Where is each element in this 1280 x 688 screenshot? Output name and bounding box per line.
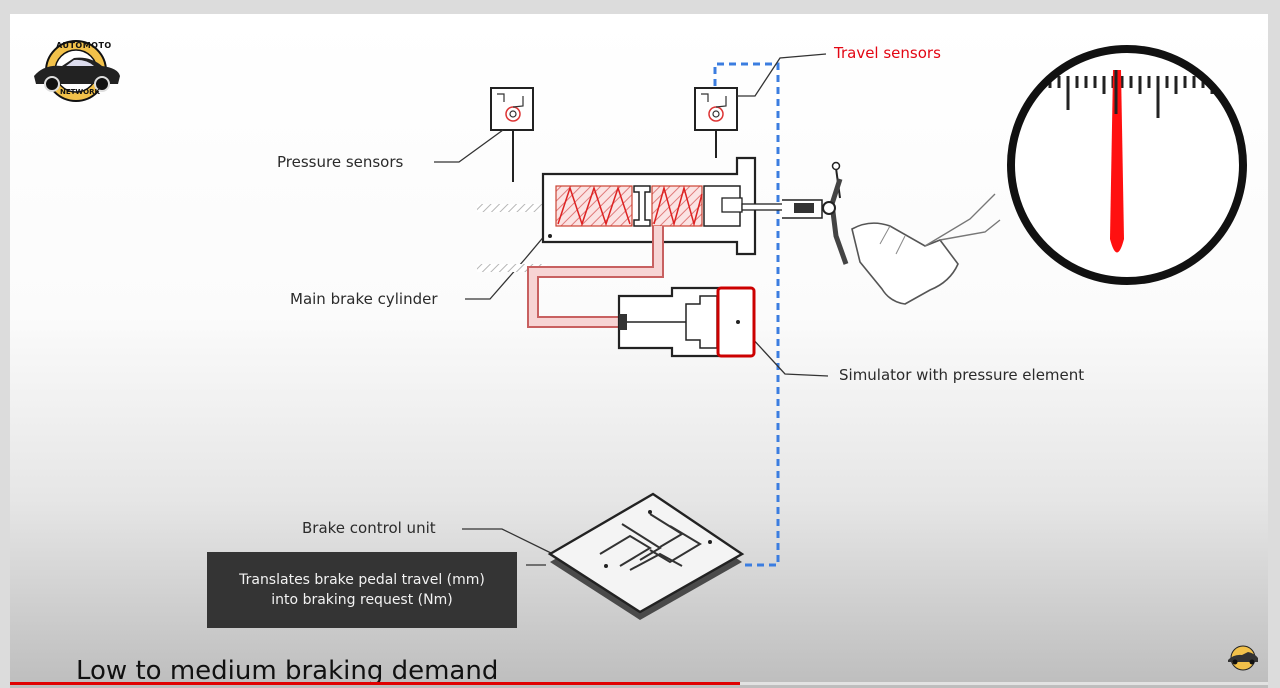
brake-control-unit xyxy=(547,492,745,620)
simulator xyxy=(617,286,756,358)
tooltip-line-1: Translates brake pedal travel (mm) xyxy=(239,572,485,588)
brake-pedal xyxy=(782,161,849,265)
label-travel-sensors: Travel sensors xyxy=(834,44,941,62)
caption-title: Low to medium braking demand xyxy=(76,656,499,686)
video-frame: Travel sensors Pressure sensors Main bra… xyxy=(10,14,1268,688)
video-progress-bar[interactable] xyxy=(10,682,1268,685)
label-pressure-sensors: Pressure sensors xyxy=(277,153,404,171)
foot-shoe xyxy=(851,193,1001,305)
tooltip-line-2: into braking request (Nm) xyxy=(271,592,453,608)
automoto-network-logo xyxy=(34,40,120,102)
pressure-sensor xyxy=(490,87,534,182)
travel-dial xyxy=(1011,49,1243,281)
label-simulator: Simulator with pressure element xyxy=(839,366,1085,384)
logo-top-text: AUTOMOTO xyxy=(56,41,112,50)
label-brake-control-unit: Brake control unit xyxy=(302,519,436,537)
watermark-logo-icon xyxy=(1228,645,1258,671)
signal-wire xyxy=(713,62,780,567)
travel-sensor xyxy=(694,87,738,158)
brake-system-diagram xyxy=(434,45,1247,620)
main-brake-cylinder xyxy=(541,156,795,256)
info-tooltip: Translates brake pedal travel (mm) into … xyxy=(207,552,517,628)
video-progress-fill xyxy=(10,682,740,685)
logo-bottom-text: NETWORK xyxy=(60,88,100,96)
label-main-brake-cylinder: Main brake cylinder xyxy=(290,290,438,308)
